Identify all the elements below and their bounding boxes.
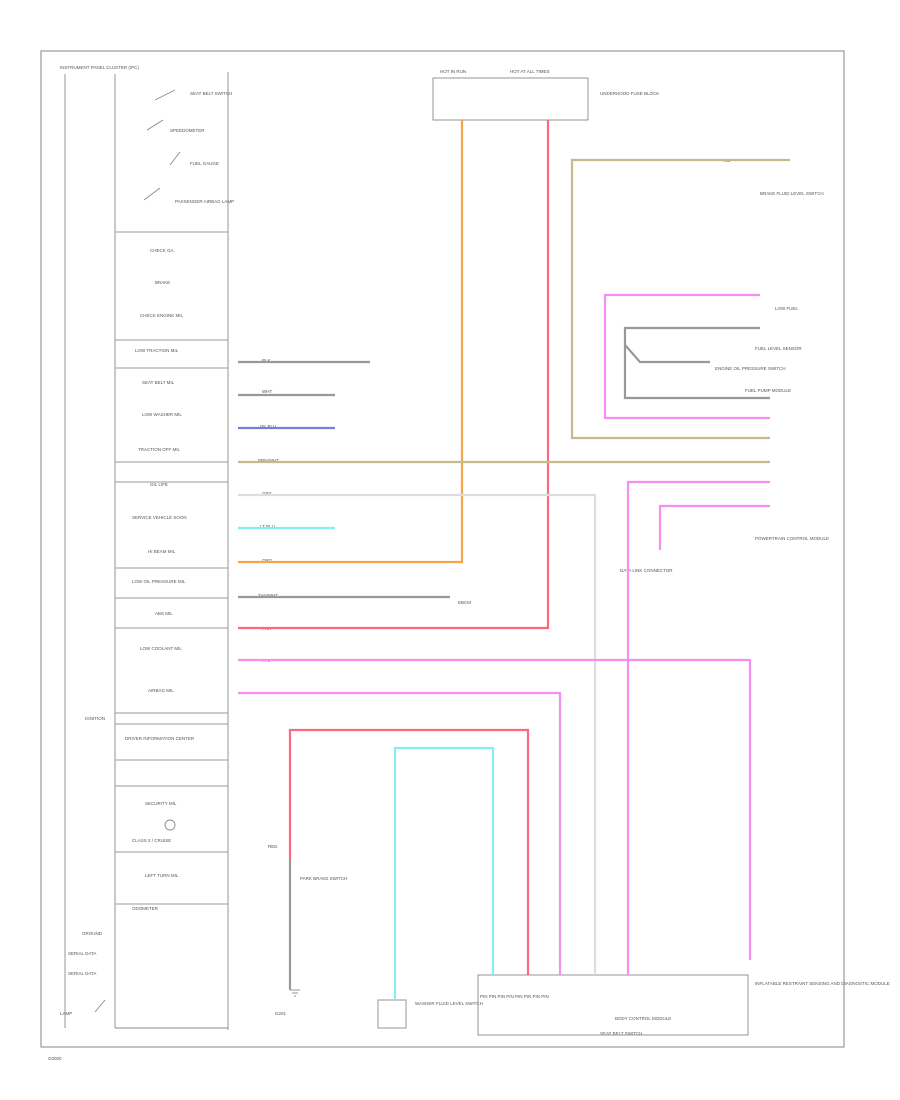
- bcm-connector: [477, 974, 749, 1036]
- label-seat-belt-pretensioner: SEAT BELT SWITCH: [600, 1031, 642, 1036]
- fuse-block-label: UNDERHOOD FUSE BLOCK: [600, 91, 659, 96]
- diagram-frame: [40, 50, 845, 1048]
- wire-pink-airbag: [238, 691, 562, 975]
- label-cruise: CLASS 2 / CRUISE: [132, 838, 171, 843]
- wirecode-brn-wht: BRN/WHT: [258, 458, 279, 463]
- label-low-oil-pressure: LOW OIL PRESSURE MIL: [132, 579, 186, 584]
- cluster-switches: [94, 89, 181, 1013]
- label-ground-g201: G201: [275, 1011, 287, 1016]
- wire-lightgray-oil-life: [238, 493, 597, 975]
- label-lamp: LAMP: [60, 1011, 72, 1016]
- fuse-block: HOT IN RUN HOT AT ALL TIMES UNDERHOOD FU…: [432, 69, 659, 121]
- label-serial-data-1: SERIAL DATA: [68, 951, 96, 956]
- label-fuel-pump-module: FUEL PUMP MODULE: [745, 388, 791, 393]
- wirecode-tan-wht: TAN/WHT: [258, 593, 278, 598]
- label-park-brake-switch: PARK BRAKE SWITCH: [300, 876, 347, 881]
- label-ignition: IGNITION: [85, 716, 105, 721]
- label-inflatable-restraint: INFLATABLE RESTRAINT SENSING AND DIAGNOS…: [755, 981, 890, 986]
- wire-pink-low-coolant: [238, 658, 752, 960]
- wirecode-red: RED: [268, 844, 278, 849]
- label-body-control-module: BODY CONTROL MODULE: [615, 1016, 671, 1021]
- wires: [238, 120, 790, 1000]
- label-check-gauges: CHECK GA.: [150, 248, 175, 253]
- ground-symbol: [290, 989, 300, 997]
- cluster-title: INSTRUMENT PANEL CLUSTER (IPC): [60, 65, 139, 70]
- wirecode-wht: WHT: [262, 389, 272, 394]
- label-data-link-connector: DATA LINK CONNECTOR: [620, 568, 673, 573]
- fuse-hot-all-times: HOT AT ALL TIMES: [510, 69, 550, 74]
- wire-gray-fuel-inner: [623, 326, 770, 400]
- wirecode-gry: GRY: [262, 491, 272, 496]
- label-airbag: AIRBAG MIL: [148, 688, 174, 693]
- label-module-pins: PIN PIN PIN PIN PIN PIN PIN PIN: [480, 994, 549, 999]
- wirecode-blk: BLK: [262, 358, 271, 363]
- label-low-washer: LOW WASHER MIL: [142, 412, 182, 417]
- wire-red-fuse: [238, 120, 550, 630]
- label-pcm: POWERTRAIN CONTROL MODULE: [755, 536, 829, 541]
- wire-cyan-washer: [393, 746, 495, 1000]
- label-left-turn: LEFT TURN MIL: [145, 873, 179, 878]
- wire-pink-pcm-2: [658, 504, 770, 550]
- label-security: SECURITY MIL: [145, 801, 177, 806]
- label-hi-beam: HI BEAM MIL: [148, 549, 176, 554]
- wirecode-dk-blu: DK BLU: [260, 424, 276, 429]
- label-low-traction: LOW TRACTION MIL: [135, 348, 179, 353]
- wire-gray-oil-pressure: [624, 344, 710, 364]
- footer-label: G0000: [48, 1056, 62, 1061]
- label-check-engine: CHECK ENGINE MIL: [140, 313, 184, 318]
- wire-pink-fuel-outer: [603, 293, 770, 420]
- label-passenger-airbag: PASSENGER AIRBAG LAMP: [175, 199, 234, 204]
- label-low-coolant: LOW COOLANT MIL: [140, 646, 182, 651]
- label-odometer: ODOMETER: [132, 906, 159, 911]
- label-brake: BRAKE: [155, 280, 170, 285]
- label-ground: GROUND: [82, 931, 103, 936]
- label-traction-off: TRACTION OFF MIL: [138, 447, 180, 452]
- cluster-labels: SEAT BELT SWITCH SPEEDOMETER FUEL GAUGE …: [60, 91, 234, 1016]
- label-speedometer: SPEEDOMETER: [170, 128, 205, 133]
- label-fuel-gauge: FUEL GAUGE: [190, 161, 219, 166]
- label-fuel-level-sensor: FUEL LEVEL SENSOR: [755, 346, 802, 351]
- washer-switch-box: [377, 999, 407, 1029]
- wire-orange-fuse: [238, 120, 464, 564]
- label-brake-fluid-level: BRAKE FLUID LEVEL SWITCH: [760, 191, 824, 196]
- label-abs: ABS MIL: [155, 611, 173, 616]
- label-engine-oil-pressure: ENGINE OIL PRESSURE SWITCH: [715, 366, 786, 371]
- wirecode-org: ORG: [262, 558, 273, 563]
- wire-pink-pcm-1: [626, 480, 770, 975]
- label-abs-module: EBCM: [458, 600, 471, 605]
- label-service-vehicle: SERVICE VEHICLE SOON: [132, 515, 187, 520]
- wirecode-lt-blu: LT BLU: [260, 524, 275, 529]
- label-serial-data-2: SERIAL DATA: [68, 971, 96, 976]
- label-washer-switch: WASHER FLUID LEVEL SWITCH: [415, 1001, 483, 1006]
- label-oil-life: OIL LIFE: [150, 482, 168, 487]
- label-low-fuel: LOW FUEL: [775, 306, 799, 311]
- wire-red-park-brake: [288, 728, 530, 975]
- fuse-hot-run: HOT IN RUN: [440, 69, 466, 74]
- label-seat-belt: SEAT BELT MIL: [142, 380, 175, 385]
- label-driver-info: DRIVER INFORMATION CENTER: [125, 736, 195, 741]
- wire-tan-brake-fluid: [570, 158, 790, 440]
- wire-codes: BLK WHT DK BLU BRN/WHT TAN/WHT LT BLU OR…: [258, 158, 731, 849]
- cluster-sections: [115, 231, 228, 905]
- ipc-cluster: [64, 72, 229, 1030]
- label-seat-belt-switch: SEAT BELT SWITCH: [190, 91, 232, 96]
